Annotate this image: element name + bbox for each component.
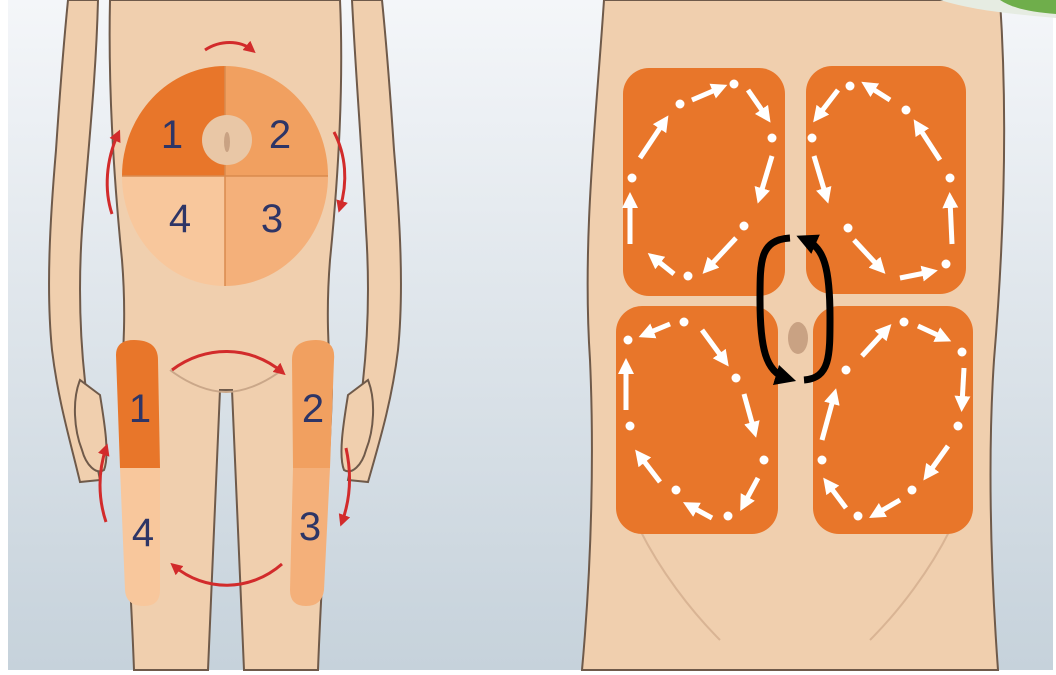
thigh-zone-1-label: 1 — [129, 387, 151, 431]
white-arrow — [950, 200, 952, 244]
dot — [768, 134, 776, 142]
dot — [676, 100, 684, 108]
dot — [900, 318, 908, 326]
thigh-zone-2-label: 2 — [302, 387, 324, 431]
abdomen-zone-1-label: 1 — [161, 113, 183, 157]
abdomen-zone-4-label: 4 — [169, 197, 191, 241]
right-figure-navel — [788, 322, 808, 354]
dot — [958, 348, 966, 356]
white-arrow — [962, 368, 964, 404]
right-figure — [563, 0, 1053, 670]
dot — [818, 456, 826, 464]
dot — [760, 456, 768, 464]
dot — [808, 134, 816, 142]
dot — [846, 82, 854, 90]
abdomen-zone-3-label: 3 — [261, 197, 283, 241]
dot — [946, 174, 954, 182]
dot — [672, 486, 680, 494]
thigh-zone-3-label: 3 — [299, 505, 321, 549]
dot — [732, 374, 740, 382]
dot — [624, 336, 632, 344]
dot — [854, 512, 862, 520]
dot — [902, 106, 910, 114]
dot — [954, 422, 962, 430]
dot — [628, 174, 636, 182]
navel-dimple — [224, 132, 230, 152]
dot — [740, 222, 748, 230]
dot — [844, 224, 852, 232]
abdomen-zones: 1 2 3 4 — [122, 66, 328, 286]
dot — [842, 366, 850, 374]
dot — [908, 486, 916, 494]
left-figure: 1 2 3 4 1 2 3 4 — [8, 0, 563, 670]
dot — [680, 318, 688, 326]
dot — [684, 272, 692, 280]
dot — [942, 260, 950, 268]
dot — [626, 422, 634, 430]
abdomen-zone-2-label: 2 — [269, 113, 291, 157]
dot — [730, 80, 738, 88]
dot — [724, 512, 732, 520]
thigh-zone-4-label: 4 — [132, 511, 154, 555]
